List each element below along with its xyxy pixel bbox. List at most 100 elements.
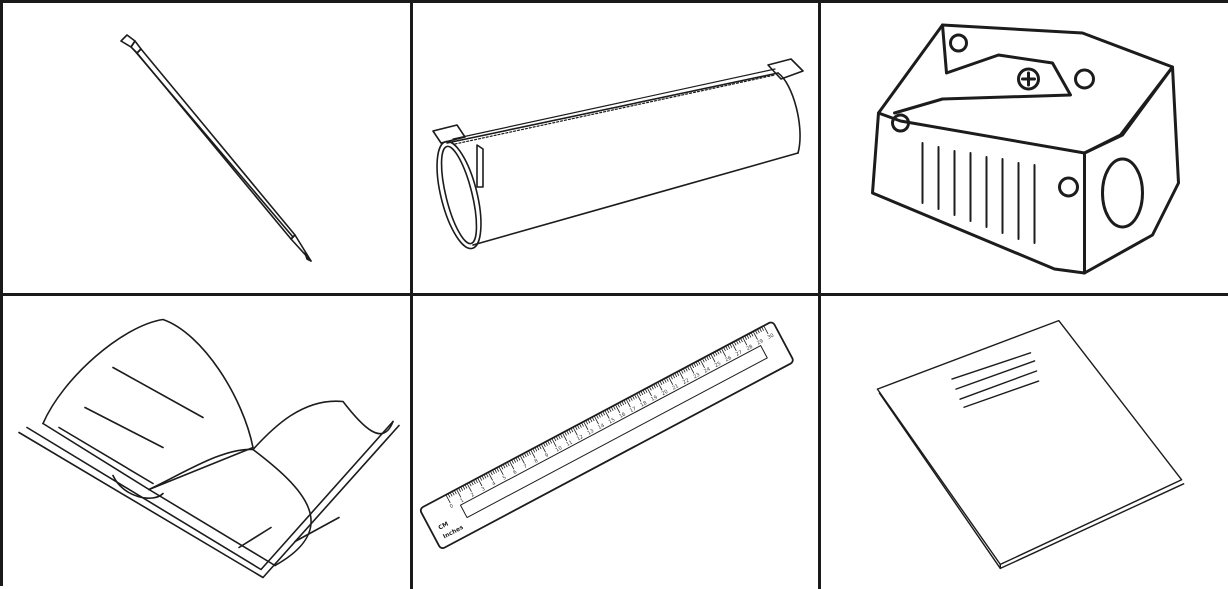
ruler-tick-label: 21 <box>671 383 679 391</box>
ruler-tick <box>754 329 758 335</box>
ruler-tick <box>466 483 472 492</box>
ruler-tick <box>528 450 531 455</box>
cell-pencil <box>3 3 413 296</box>
ruler-tick <box>515 457 519 462</box>
ruler-tick <box>756 328 760 334</box>
ruler-tick <box>449 492 453 497</box>
ruler-tick <box>447 493 451 498</box>
ruler-tick <box>536 445 540 451</box>
ruler-tick-label: 14 <box>597 423 605 431</box>
ruler-tick <box>731 342 737 352</box>
ruler-tick <box>511 459 514 464</box>
ruler-tick <box>521 453 525 459</box>
ruler-tick <box>646 387 652 397</box>
ruler-tick-label: 11 <box>565 440 573 448</box>
ruler-tick-label: 9 <box>544 452 550 459</box>
ruler-tick <box>740 337 743 343</box>
ruler-tick <box>542 442 546 447</box>
ruler-tick <box>752 331 758 340</box>
ruler-tick <box>737 338 741 344</box>
ruler-tick <box>653 383 656 389</box>
ruler-tick <box>706 355 709 361</box>
ruler-tick <box>506 461 510 467</box>
ruler-tick <box>485 472 489 478</box>
ruler-tick <box>534 447 538 452</box>
ruler-tick-label: 6 <box>512 469 518 476</box>
ruler-tick <box>665 377 669 382</box>
ruler-tick-label: 2 <box>470 492 476 499</box>
ruler-tick <box>464 484 468 489</box>
ruler-tick <box>526 451 529 456</box>
ruler-tick <box>689 364 695 374</box>
ruler-tick <box>460 486 464 491</box>
ruler-tick <box>680 369 684 374</box>
ruler-tick <box>642 389 646 394</box>
ruler-tick <box>655 382 658 388</box>
pencil-icon <box>120 34 312 262</box>
ruler-tick <box>714 351 718 356</box>
ruler-tick <box>502 463 506 469</box>
ruler-tick <box>621 400 625 406</box>
ruler-tick <box>481 475 485 480</box>
ruler-tick <box>483 474 487 479</box>
ruler-tick <box>574 425 578 431</box>
ruler-tick <box>589 417 593 423</box>
ruler-tick <box>659 380 663 385</box>
ruler-tick <box>547 440 550 445</box>
ruler-tick <box>477 477 483 487</box>
ruler-tick <box>489 470 493 476</box>
ruler-tick-label: 30 <box>767 333 775 341</box>
cell-notebook <box>821 296 1228 589</box>
ruler-tick <box>513 458 516 463</box>
ruler-tick <box>557 434 561 440</box>
ruler-tick <box>629 396 633 401</box>
ruler-tick <box>648 386 652 391</box>
ruler-tick <box>750 332 754 337</box>
ruler-tick <box>704 356 707 362</box>
ruler-tick <box>475 478 478 483</box>
ruler-tick-label: 17 <box>629 406 637 414</box>
ruler-tick <box>638 391 642 397</box>
ruler-tick <box>699 359 705 368</box>
ruler-tick-label: 16 <box>618 411 626 419</box>
ruler-tick <box>682 368 686 373</box>
ruler-tick <box>595 414 599 419</box>
ruler-tick <box>619 402 622 407</box>
ruler-tick <box>498 466 504 475</box>
ruler-tick <box>530 449 536 459</box>
ruler-tick <box>723 346 726 352</box>
ruler-tick <box>496 467 500 472</box>
ruler-tick-label: 13 <box>587 428 595 436</box>
ruler-tick <box>710 353 716 363</box>
ruler-tick <box>578 423 582 428</box>
ruler-tick-label: 29 <box>756 338 764 346</box>
ruler-tick <box>651 385 654 390</box>
cell-pencil-case <box>413 3 821 296</box>
ruler-tick <box>591 416 595 421</box>
ruler-tick-label: 12 <box>576 434 584 442</box>
ruler-tick <box>585 420 589 425</box>
cell-book <box>3 296 413 589</box>
ruler-tick <box>517 456 521 461</box>
ruler-tick <box>687 365 690 371</box>
ruler-tick <box>470 480 474 486</box>
ruler-tick-label: 20 <box>661 389 669 397</box>
ruler-tick <box>551 438 557 447</box>
ruler-tick <box>761 326 764 331</box>
notebook-icon <box>876 319 1185 570</box>
ruler-tick <box>623 399 627 405</box>
ruler-tick <box>492 469 495 474</box>
ruler-tick <box>468 482 472 487</box>
ruler-tick <box>576 424 580 429</box>
ruler-tick-label: 5 <box>502 475 508 482</box>
ruler-tick <box>670 374 673 380</box>
ruler-tick <box>600 412 603 417</box>
ruler-tick-label: 3 <box>481 486 487 493</box>
ruler-tick <box>667 376 674 385</box>
cell-sharpener <box>821 3 1228 296</box>
ruler-tick <box>661 379 665 384</box>
ruler-tick <box>636 392 642 402</box>
ruler-tick <box>744 335 747 340</box>
ruler-tick <box>763 325 769 335</box>
